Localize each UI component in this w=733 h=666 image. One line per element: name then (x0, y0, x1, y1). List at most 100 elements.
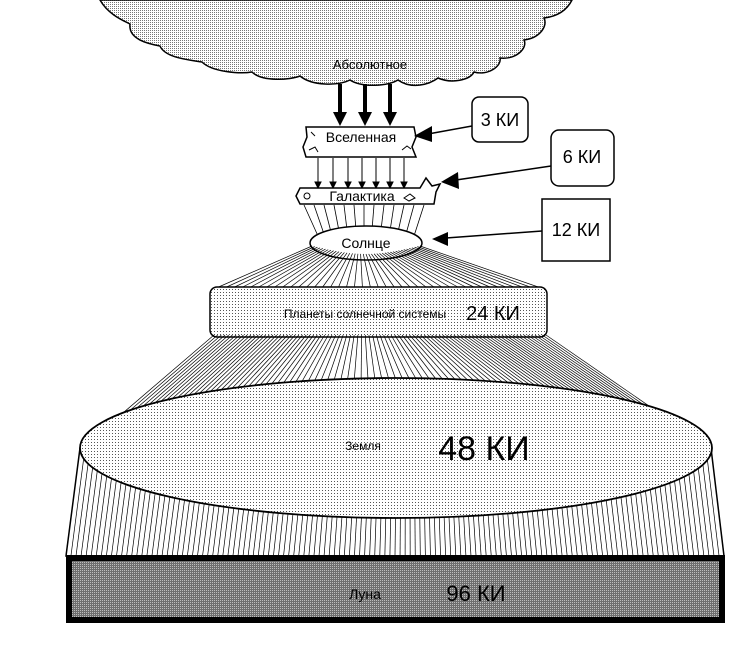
ray-line (406, 248, 503, 290)
ray-line (390, 251, 454, 290)
planets-slab (209, 286, 548, 338)
ray-line (412, 334, 460, 384)
earth-side-line (453, 513, 457, 556)
earth-side-line (463, 512, 467, 556)
ray-line (409, 248, 512, 290)
universe-block (302, 126, 418, 158)
earth-side-line (333, 513, 338, 556)
ray-line (339, 334, 351, 383)
sun-callout: 12 КИ (432, 198, 611, 262)
ray-line (291, 334, 325, 390)
ray-line (298, 334, 329, 389)
earth-side-line (328, 513, 333, 556)
universe-callout-text: 3 КИ (481, 110, 519, 130)
earth-side-line (710, 447, 725, 556)
earth-side-line (70, 449, 86, 556)
earth-side-line (433, 515, 436, 556)
ray-line (364, 334, 369, 381)
earth-disk (65, 377, 725, 557)
earth-side-line (283, 507, 290, 556)
earth-side-line (359, 515, 362, 556)
ray-line (395, 250, 470, 290)
galaxy-block (295, 176, 442, 205)
earth-side-line (696, 452, 710, 556)
ray-line (288, 250, 337, 290)
earth-side-line (419, 516, 421, 556)
ray-line (329, 252, 351, 290)
ray-line (431, 334, 494, 389)
ray-line (346, 334, 355, 383)
sun-ellipse (309, 225, 423, 261)
ray-line (405, 334, 446, 383)
ray-line (379, 253, 421, 290)
absolute-cloud (99, 0, 573, 87)
ray-line (375, 334, 390, 381)
ray-line (401, 334, 439, 382)
earth-side-line (293, 508, 299, 556)
earth-callout-inline: 48 КИ (438, 430, 530, 468)
earth-side-line (80, 452, 95, 556)
ray-line (360, 253, 363, 290)
ray-line (419, 245, 545, 290)
ray-line (304, 334, 333, 388)
ray-line (325, 334, 344, 385)
earth-side-line (467, 512, 472, 556)
ray-line (373, 253, 405, 290)
earth-side-line (389, 516, 391, 556)
ray-line (222, 246, 315, 290)
moon-base (66, 555, 725, 623)
ray-line (320, 252, 348, 290)
ray-line (362, 253, 372, 290)
earth-side-line (318, 512, 324, 556)
ray-line (394, 334, 425, 381)
ray-line (372, 334, 383, 381)
earth-side-line (482, 510, 487, 556)
ray-line (420, 334, 473, 386)
earth-side-line (338, 514, 343, 556)
earth-side-line (303, 510, 309, 556)
ray-line (263, 249, 329, 290)
earth-side-line (349, 514, 353, 556)
ray-line (311, 334, 337, 387)
earth-side-line (700, 451, 715, 556)
earth-side-line (374, 516, 377, 556)
ray-line (238, 247, 321, 290)
earth-side-line (65, 447, 81, 556)
earth-side-line (438, 514, 441, 556)
earth-side-line (501, 507, 507, 556)
planets-callout-inline: 24 КИ (466, 303, 520, 325)
ray-line (424, 334, 480, 387)
ray-line (409, 334, 453, 383)
ray-line (376, 253, 413, 290)
planets-label: Планеты солнечной системы (284, 307, 446, 321)
earth-side-line (323, 512, 328, 556)
ray-line (398, 334, 432, 382)
ray-line (416, 334, 467, 385)
galaxy-label: Галактика (329, 188, 394, 204)
ray-line (398, 250, 479, 290)
ray-line (230, 246, 318, 290)
sun-callout-text: 12 КИ (552, 220, 600, 240)
ray-line (337, 253, 353, 290)
earth-side-line (448, 514, 452, 556)
earth-side-line (288, 507, 294, 556)
ray-line (365, 253, 380, 290)
earth-side-line (75, 451, 91, 556)
ray-line (387, 252, 446, 290)
earth-side-line (298, 509, 304, 556)
ray-line (403, 249, 495, 290)
ray-line (271, 249, 332, 290)
earth-side-line (384, 516, 387, 556)
moon-callout-inline: 96 КИ (446, 581, 505, 606)
earth-side-line (369, 516, 372, 556)
ray-line (417, 246, 536, 290)
earth-side-line (487, 509, 492, 556)
earth-side-line (394, 516, 396, 556)
ray-line (371, 253, 396, 290)
ray-line (213, 245, 313, 290)
ray-line (255, 248, 326, 290)
earth-side-line (497, 507, 502, 556)
earth-side-line (477, 510, 482, 556)
ray-line (379, 334, 397, 381)
